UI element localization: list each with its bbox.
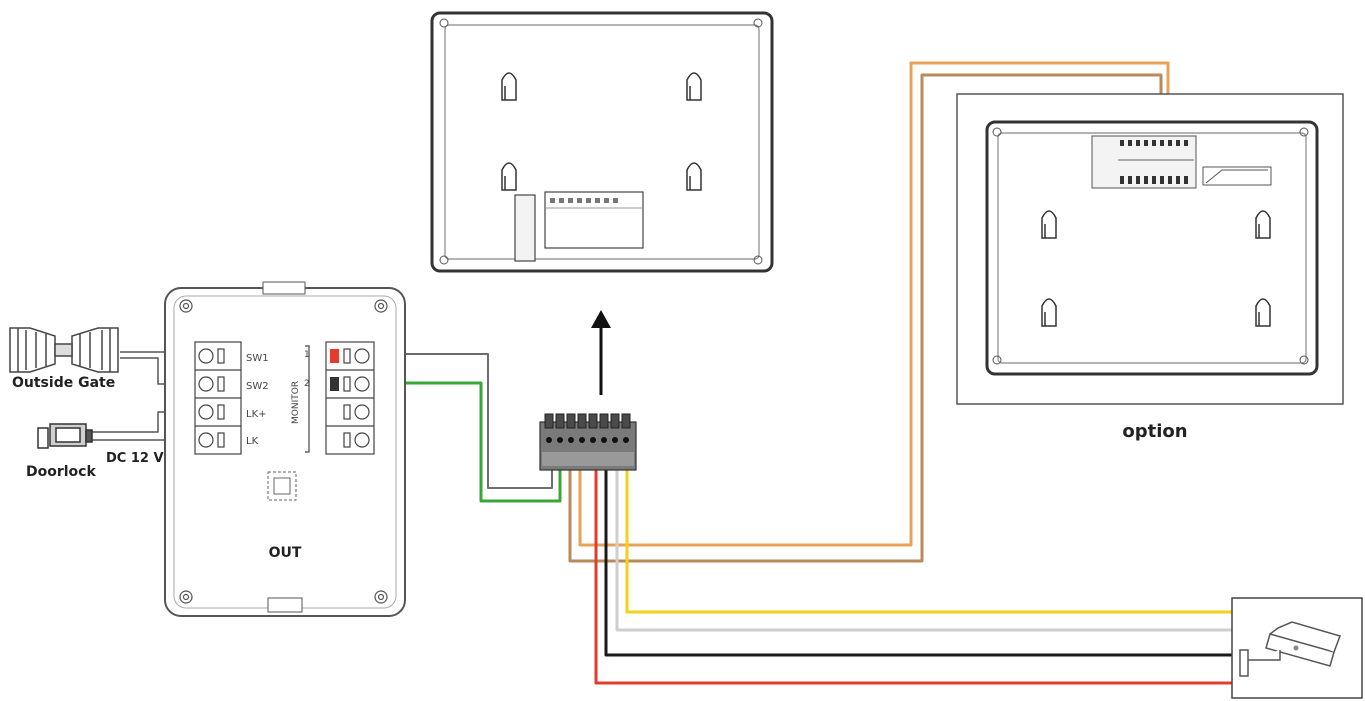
option-inner-frame xyxy=(997,132,1307,364)
wire-gray xyxy=(374,353,553,489)
up-arrow-icon xyxy=(591,310,611,395)
monitor-channel-2: 2 xyxy=(304,379,310,389)
wire-yellow xyxy=(625,470,1232,614)
outside-gate-label: Outside Gate xyxy=(12,375,115,391)
doorlock-label: Doorlock xyxy=(26,464,96,480)
terminal-lk-plus: LK+ xyxy=(246,409,267,420)
monitor-bracket xyxy=(514,194,536,262)
option-monitor xyxy=(956,93,1344,405)
out-label: OUT xyxy=(269,545,302,561)
doorlock-icon xyxy=(37,423,93,449)
indoor-monitor xyxy=(430,11,774,273)
gate-icon xyxy=(9,327,119,373)
terminal-sw2: SW2 xyxy=(246,381,269,392)
monitor-label: MONITOR xyxy=(291,381,301,424)
wires xyxy=(90,61,1232,685)
wire-black xyxy=(604,470,1232,657)
monitor-channel-1: 1 xyxy=(304,350,310,360)
camera-icon xyxy=(1231,597,1363,699)
wire-orange xyxy=(578,61,1170,547)
sensor-icon xyxy=(267,471,297,501)
option-label: option xyxy=(1122,421,1187,442)
dc-voltage-label: DC 12 V xyxy=(106,451,164,466)
monitor-inner-frame xyxy=(444,24,760,260)
mount-hook-icon xyxy=(1041,210,1271,327)
wire-green xyxy=(374,381,562,503)
terminal-sw1: SW1 xyxy=(246,353,269,364)
junction-connector xyxy=(539,413,637,471)
wire-white xyxy=(615,470,1232,632)
wire-brown xyxy=(568,73,1163,563)
wire-red xyxy=(594,470,1232,685)
mount-hook-icon xyxy=(501,72,702,191)
terminal-lk: LK xyxy=(246,436,259,447)
outdoor-unit: SW1 SW2 LK+ LK MONITOR 1 2 OUT xyxy=(164,281,406,617)
